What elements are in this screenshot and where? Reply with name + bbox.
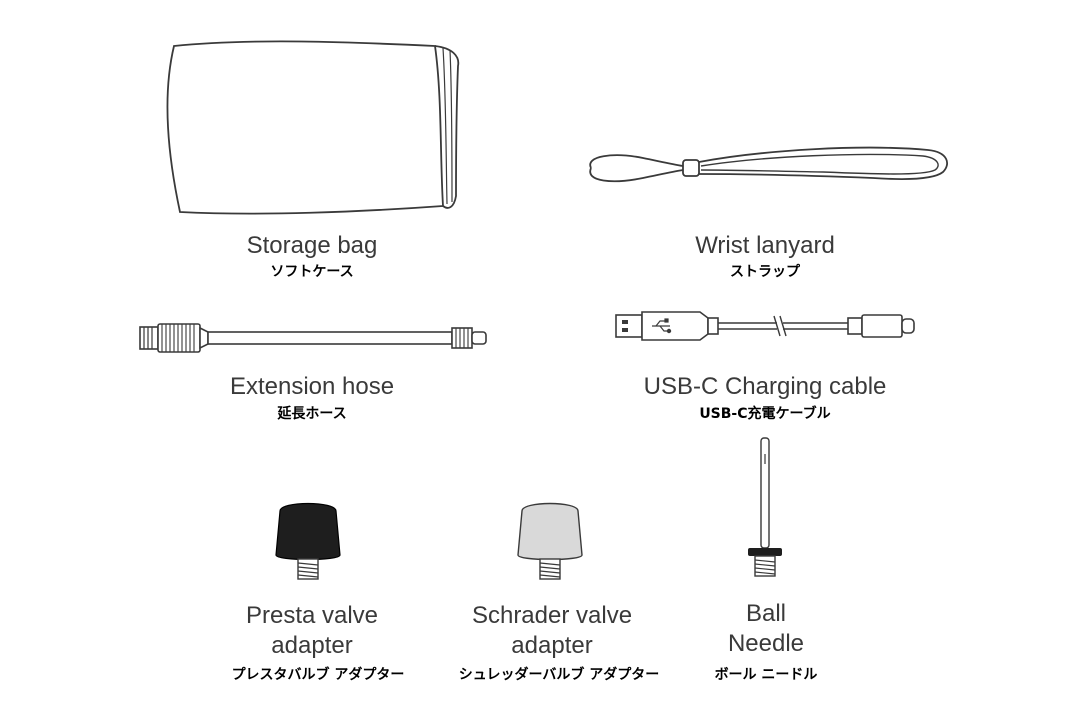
schrader-adapter-label-jp: シュレッダーバルブ アダプター [458, 667, 660, 683]
ball-needle-label-line2: Needle [727, 630, 805, 657]
presta-adapter-icon [268, 497, 348, 583]
schrader-adapter-icon [510, 497, 590, 583]
presta-adapter-drawing [275, 502, 341, 580]
wrist-lanyard-label: Wrist lanyard [695, 232, 835, 259]
storage-bag-icon [160, 36, 460, 218]
presta-adapter-label-line1: Presta valve [245, 602, 379, 629]
ball-needle-drawing [748, 437, 782, 577]
wrist-lanyard-label-jp: ストラップ [730, 264, 800, 280]
usb-c-cable-drawing [615, 311, 915, 341]
wrist-lanyard-icon [583, 142, 953, 192]
storage-bag-drawing [166, 40, 460, 215]
extension-hose-label-jp: 延長ホース [277, 406, 347, 422]
extension-hose-icon [136, 318, 492, 358]
ball-needle-icon [740, 434, 790, 580]
usb-c-cable-label-jp: USB-C充電ケーブル [699, 406, 831, 422]
schrader-adapter-drawing [517, 502, 583, 580]
extension-hose-label: Extension hose [229, 373, 395, 400]
presta-adapter-label-jp: プレスタバルブ アダプター [231, 667, 405, 683]
wrist-lanyard-drawing [589, 146, 948, 183]
extension-hose-drawing [139, 323, 487, 353]
storage-bag-label: Storage bag [246, 232, 378, 259]
presta-adapter-label-line2: adapter [271, 632, 353, 659]
schrader-adapter-label-line2: adapter [511, 632, 593, 659]
ball-needle-label-jp: ボール ニードル [714, 667, 818, 683]
schrader-adapter-label-line1: Schrader valve [471, 602, 633, 629]
ball-needle-label-line1: Ball [745, 600, 787, 627]
usb-c-cable-label: USB-C Charging cable [643, 373, 887, 400]
usb-c-cable-icon [612, 306, 918, 346]
storage-bag-label-jp: ソフトケース [270, 264, 354, 280]
